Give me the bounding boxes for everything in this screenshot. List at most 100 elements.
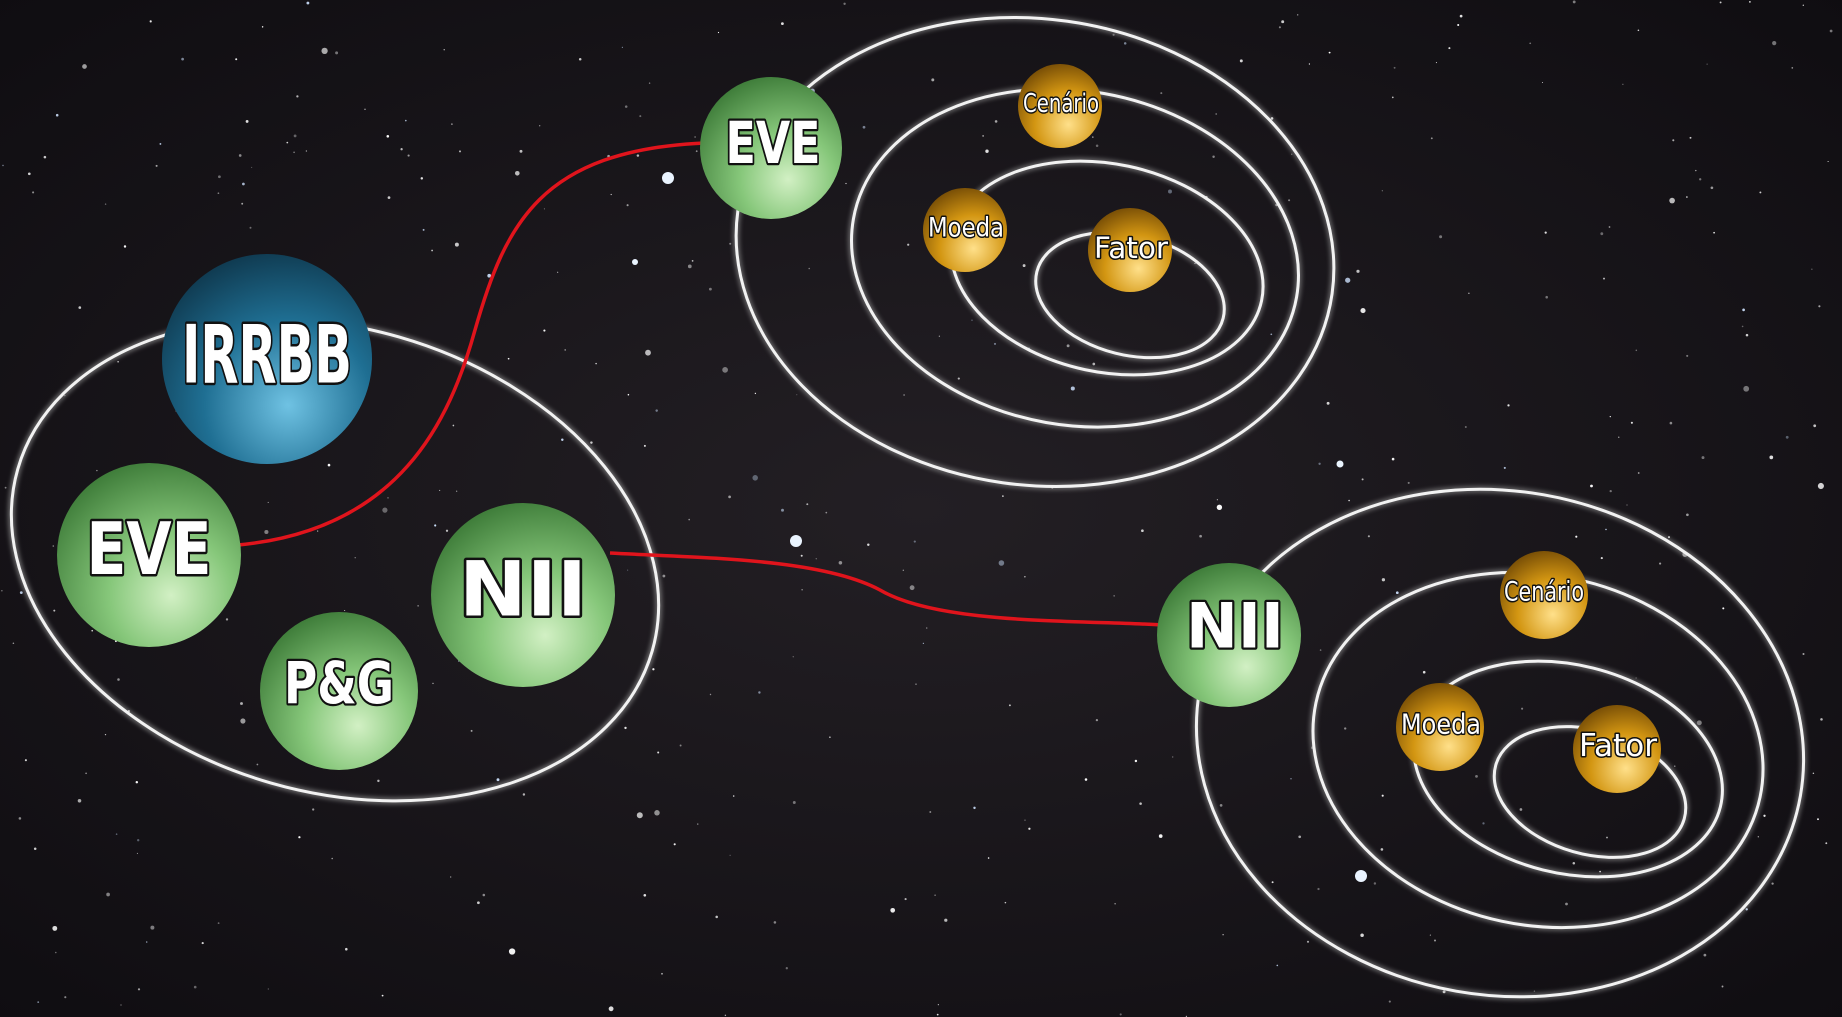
star <box>1706 63 1708 65</box>
star <box>1749 1 1751 3</box>
star <box>286 141 289 144</box>
star <box>1345 277 1351 283</box>
star <box>1600 557 1603 560</box>
star <box>1742 308 1745 312</box>
star <box>1328 51 1331 54</box>
star <box>1772 40 1777 46</box>
bright-star <box>790 535 802 547</box>
eve-fator-label: Fator <box>1094 231 1168 265</box>
star <box>1114 903 1116 905</box>
star <box>691 260 694 262</box>
star <box>445 529 449 532</box>
star <box>825 511 828 514</box>
star <box>754 392 757 395</box>
star <box>1603 277 1605 280</box>
star <box>1271 881 1274 884</box>
star <box>1361 478 1364 481</box>
star <box>1199 534 1202 538</box>
nii-system-node: NII <box>1157 563 1301 707</box>
star <box>344 610 346 611</box>
star <box>1686 354 1689 357</box>
star <box>652 668 655 671</box>
star <box>55 951 57 954</box>
star <box>1503 466 1506 469</box>
bright-star <box>1355 870 1367 882</box>
star <box>697 823 699 825</box>
star <box>407 154 410 157</box>
star <box>1095 144 1099 148</box>
star <box>235 58 238 61</box>
star <box>1575 535 1578 538</box>
star <box>624 105 628 108</box>
star <box>1572 862 1576 865</box>
star <box>694 136 696 138</box>
star <box>1356 269 1360 273</box>
star <box>519 149 523 153</box>
star <box>496 778 500 782</box>
star <box>1802 4 1804 6</box>
star <box>1008 704 1011 707</box>
nii-label: NII <box>459 545 587 634</box>
star <box>929 811 932 813</box>
star <box>136 852 138 854</box>
star <box>386 135 390 138</box>
star <box>240 718 246 724</box>
star <box>709 693 712 696</box>
star <box>293 151 295 154</box>
star <box>458 150 462 153</box>
star <box>217 922 220 924</box>
star <box>1825 842 1828 845</box>
star <box>661 972 663 975</box>
star <box>543 329 546 332</box>
star <box>657 751 660 754</box>
star <box>12 642 15 644</box>
star <box>648 82 651 84</box>
bright-star <box>662 172 674 184</box>
star <box>971 319 973 321</box>
star <box>1457 23 1460 27</box>
star <box>451 123 453 125</box>
star <box>218 175 221 179</box>
star <box>1771 882 1774 885</box>
star <box>267 501 269 503</box>
star <box>1622 83 1624 85</box>
star <box>1769 455 1774 460</box>
star <box>845 182 847 185</box>
star <box>354 557 356 559</box>
star <box>994 120 998 123</box>
star <box>1817 482 1824 490</box>
star <box>312 808 315 811</box>
star <box>1544 231 1547 234</box>
star <box>626 204 629 207</box>
star <box>240 702 243 705</box>
star <box>654 810 660 816</box>
eve-fator-node: Fator <box>1088 208 1172 292</box>
star <box>2 164 4 167</box>
eve-cenario-label: Cenário <box>1023 89 1099 119</box>
irrbb-group-ring <box>7 315 663 805</box>
star <box>1123 42 1127 45</box>
star <box>1745 333 1749 337</box>
star <box>1430 137 1433 140</box>
nii-moeda-label: Moeda <box>1401 708 1481 741</box>
star <box>264 529 269 535</box>
star <box>1141 529 1144 533</box>
star <box>104 203 107 205</box>
star <box>305 150 308 152</box>
star <box>137 988 141 991</box>
star <box>454 242 459 247</box>
star <box>904 898 907 901</box>
star <box>1618 436 1620 438</box>
star <box>1468 292 1470 294</box>
star <box>405 119 407 122</box>
star <box>364 108 366 110</box>
star <box>913 540 916 543</box>
star <box>1699 178 1702 181</box>
star <box>595 362 597 365</box>
star <box>1348 499 1350 502</box>
star <box>106 892 110 897</box>
star <box>18 817 22 820</box>
star <box>1565 902 1568 906</box>
star <box>321 47 328 55</box>
star <box>1070 386 1075 391</box>
